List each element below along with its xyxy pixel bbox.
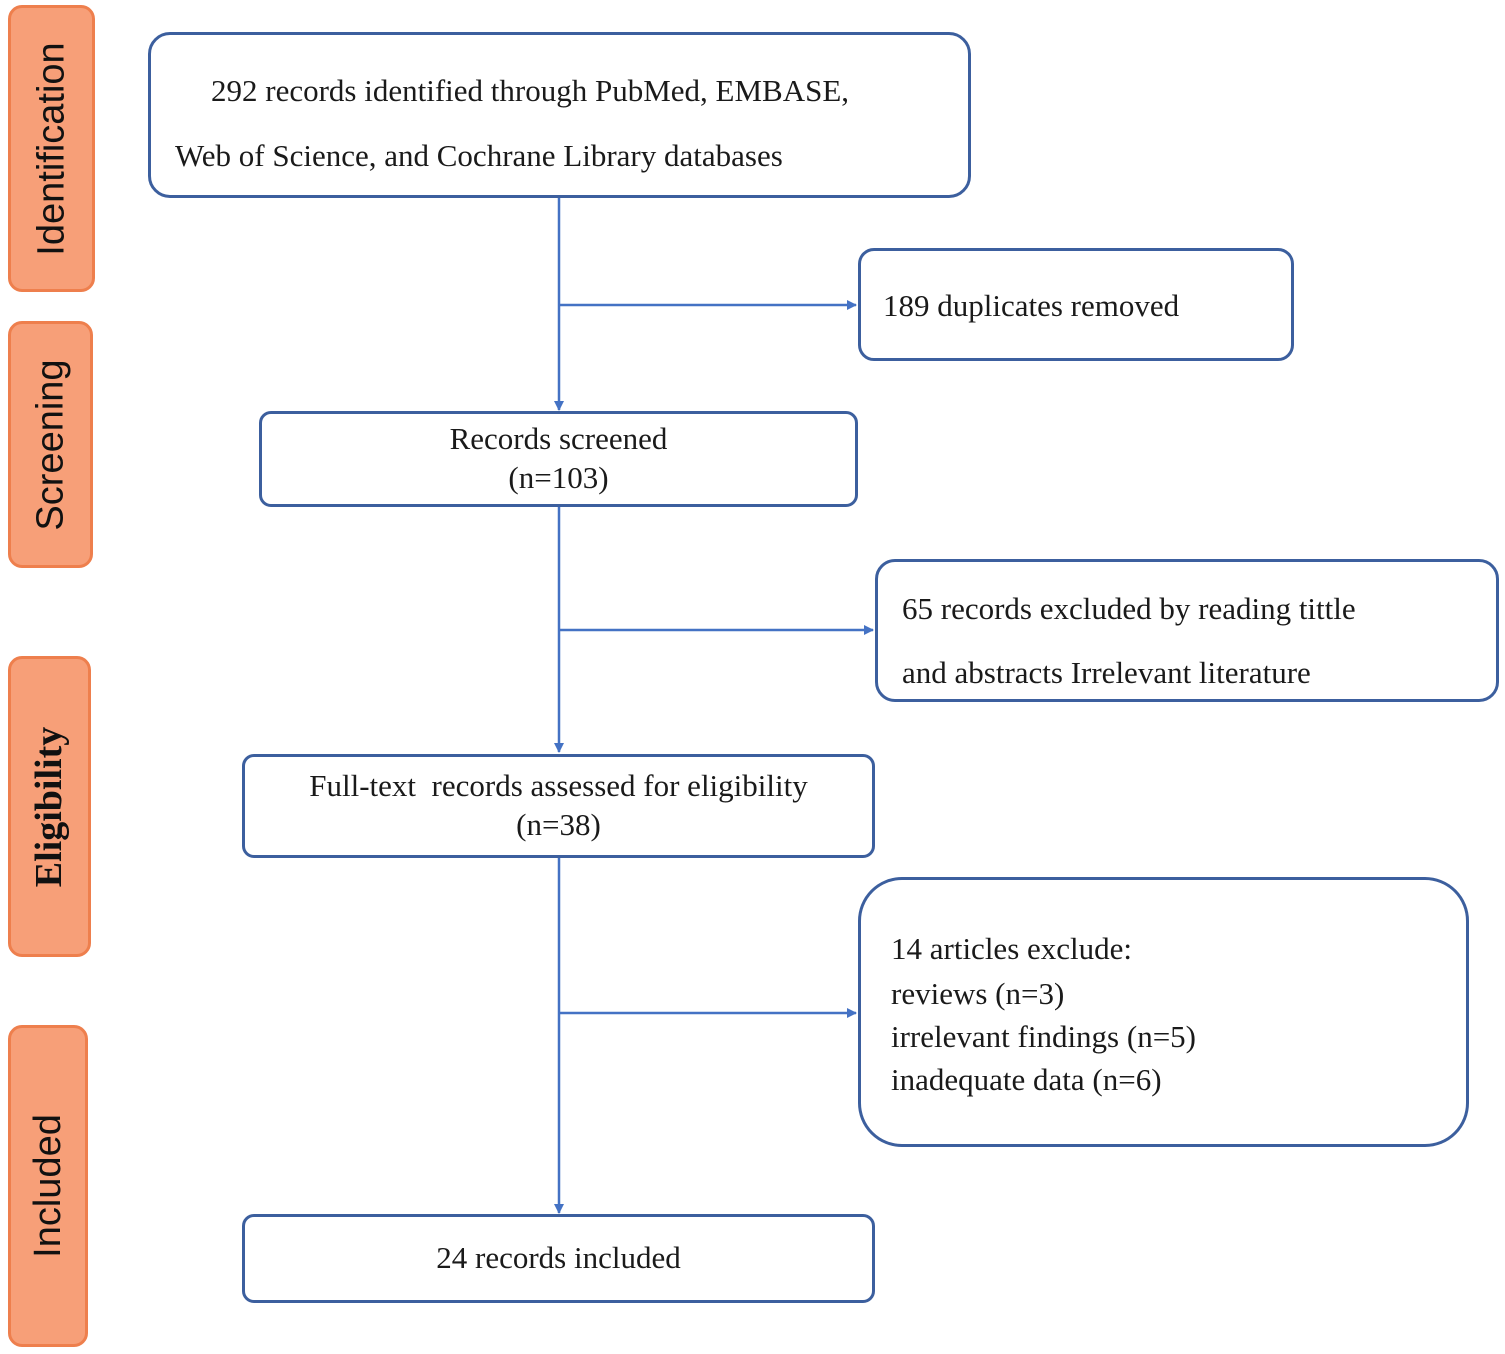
box-duplicates-removed: 189 duplicates removed (858, 248, 1294, 361)
box-records-screened: Records screened (n=103) (259, 411, 858, 507)
phase-included: Included (8, 1025, 88, 1347)
box-records-included: 24 records included (242, 1214, 875, 1303)
excluded-irrelevant-findings: irrelevant findings (n=5) (891, 1019, 1197, 1054)
excluded-title-line1: 65 records excluded by reading tittle (902, 591, 1356, 626)
records-included-text: 24 records included (436, 1240, 681, 1276)
phase-eligibility: Eligibility (8, 656, 91, 957)
fulltext-assessed-label: Full-text records assessed for eligibili… (309, 768, 808, 804)
excluded-articles-header: 14 articles exclude: (891, 931, 1133, 966)
records-identified-line2: Web of Science, and Cochrane Library dat… (175, 138, 783, 173)
box-fulltext-assessed: Full-text records assessed for eligibili… (242, 754, 875, 858)
duplicates-removed-text: 189 duplicates removed (883, 288, 1180, 323)
phase-eligibility-label: Eligibility (28, 726, 71, 887)
records-screened-count: (n=103) (508, 460, 609, 495)
phase-included-label: Included (27, 1114, 70, 1258)
excluded-title-line2: and abstracts Irrelevant literature (902, 655, 1311, 690)
phase-screening: Screening (8, 321, 93, 568)
excluded-inadequate-data: inadequate data (n=6) (891, 1062, 1162, 1097)
box-excluded-articles: 14 articles exclude: reviews (n=3) irrel… (858, 877, 1469, 1147)
records-screened-label: Records screened (449, 421, 668, 457)
box-excluded-title-abstract: 65 records excluded by reading tittle an… (875, 559, 1499, 702)
excluded-reviews: reviews (n=3) (891, 976, 1065, 1011)
phase-identification-label: Identification (30, 41, 73, 256)
phase-identification: Identification (8, 5, 95, 292)
box-records-identified: 292 records identified through PubMed, E… (148, 32, 971, 198)
records-identified-line1: 292 records identified through PubMed, E… (211, 73, 850, 108)
phase-screening-label: Screening (29, 358, 72, 531)
fulltext-assessed-count: (n=38) (516, 807, 601, 842)
